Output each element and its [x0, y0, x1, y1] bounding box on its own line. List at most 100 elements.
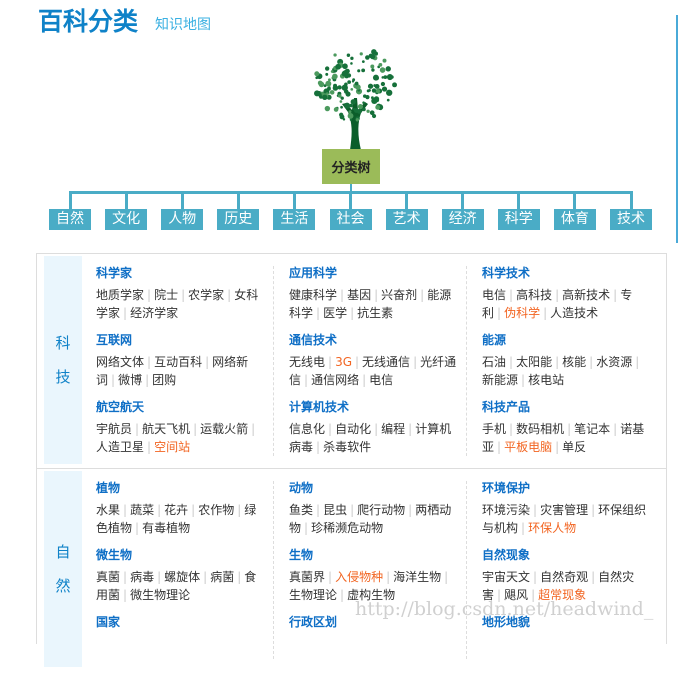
item-link[interactable]: 水资源: [596, 355, 633, 369]
item-link[interactable]: 宇航员: [96, 422, 133, 436]
group-heading-link[interactable]: 计算机技术: [289, 400, 350, 414]
item-link[interactable]: 灾害管理: [540, 503, 589, 517]
item-link[interactable]: 电信: [482, 288, 507, 302]
item-link[interactable]: 太阳能: [516, 355, 553, 369]
item-link[interactable]: 笔记本: [574, 422, 611, 436]
item-link[interactable]: 信息化: [289, 422, 326, 436]
group-heading-link[interactable]: 应用科学: [289, 266, 338, 280]
item-link[interactable]: 女科学家: [96, 288, 259, 320]
item-link[interactable]: 两栖动物: [289, 503, 452, 535]
group-heading-link[interactable]: 行政区划: [289, 615, 338, 629]
item-link[interactable]: 农作物: [198, 503, 235, 517]
item-link[interactable]: 病菌: [210, 570, 235, 584]
group-heading-link[interactable]: 航空航天: [96, 400, 145, 414]
item-link[interactable]: 有毒植物: [142, 521, 191, 535]
scrollbar[interactable]: [676, 15, 678, 243]
group-heading-link[interactable]: 科学家: [96, 266, 133, 280]
item-link[interactable]: 无线电: [289, 355, 326, 369]
item-link[interactable]: 新能源: [482, 373, 519, 387]
item-link[interactable]: 高科技: [516, 288, 553, 302]
item-link[interactable]: 电信: [369, 373, 394, 387]
item-link[interactable]: 伪科学: [504, 306, 541, 320]
item-link[interactable]: 高新技术: [562, 288, 611, 302]
item-link[interactable]: 蔬菜: [130, 503, 155, 517]
item-link[interactable]: 环保人物: [528, 521, 577, 535]
item-link[interactable]: 飓风: [504, 588, 529, 602]
category-button[interactable]: 生活: [273, 209, 316, 230]
item-link[interactable]: 兴奋剂: [381, 288, 418, 302]
group-heading-link[interactable]: 科技产品: [482, 400, 531, 414]
item-link[interactable]: 数码相机: [516, 422, 565, 436]
item-link[interactable]: 编程: [381, 422, 406, 436]
item-link[interactable]: 网络文体: [96, 355, 145, 369]
item-link[interactable]: 螺旋体: [164, 570, 201, 584]
group-heading-link[interactable]: 能源: [482, 333, 507, 347]
item-link[interactable]: 通信网络: [311, 373, 360, 387]
item-link[interactable]: 昆虫: [323, 503, 348, 517]
item-link[interactable]: 空间站: [154, 440, 191, 454]
item-link[interactable]: 抗生素: [357, 306, 394, 320]
item-link[interactable]: 超常现象: [538, 588, 587, 602]
category-button[interactable]: 经济: [441, 209, 484, 230]
item-link[interactable]: 运载火箭: [200, 422, 249, 436]
item-link[interactable]: 自然灾害: [482, 570, 635, 602]
group-heading-link[interactable]: 互联网: [96, 333, 133, 347]
item-link[interactable]: 经济学家: [130, 306, 179, 320]
classification-tree-box[interactable]: 分类树: [322, 149, 380, 184]
item-link[interactable]: 微博: [118, 373, 143, 387]
item-link[interactable]: 自然奇观: [540, 570, 589, 584]
item-link[interactable]: 环保组织与机构: [482, 503, 647, 535]
item-link[interactable]: 专利: [482, 288, 633, 320]
item-link[interactable]: 杀毒软件: [323, 440, 372, 454]
item-link[interactable]: 诺基亚: [482, 422, 645, 454]
category-button[interactable]: 文化: [105, 209, 148, 230]
item-link[interactable]: 珍稀濒危动物: [311, 521, 384, 535]
item-link[interactable]: 绿色植物: [96, 503, 257, 535]
category-button[interactable]: 自然: [49, 209, 91, 230]
item-link[interactable]: 核电站: [528, 373, 565, 387]
group-heading-link[interactable]: 植物: [96, 481, 121, 495]
group-heading-link[interactable]: 自然现象: [482, 548, 531, 562]
item-link[interactable]: 生物理论: [289, 588, 338, 602]
group-heading-link[interactable]: 通信技术: [289, 333, 338, 347]
category-button[interactable]: 技术: [610, 209, 652, 230]
category-button[interactable]: 人物: [161, 209, 204, 230]
category-button[interactable]: 科学: [497, 209, 540, 230]
item-link[interactable]: 人造卫星: [96, 440, 145, 454]
item-link[interactable]: 微生物理论: [130, 588, 191, 602]
item-link[interactable]: 人造技术: [550, 306, 599, 320]
item-link[interactable]: 基因: [347, 288, 372, 302]
group-heading-link[interactable]: 动物: [289, 481, 314, 495]
group-heading-link[interactable]: 微生物: [96, 548, 133, 562]
item-link[interactable]: 网络新词: [96, 355, 249, 387]
group-heading-link[interactable]: 生物: [289, 548, 314, 562]
item-link[interactable]: 单反: [562, 440, 587, 454]
item-link[interactable]: 海洋生物: [393, 570, 442, 584]
item-link[interactable]: 爬行动物: [357, 503, 406, 517]
item-link[interactable]: 真菌界: [289, 570, 326, 584]
item-link[interactable]: 食用菌: [96, 570, 257, 602]
item-link[interactable]: 3G: [335, 355, 352, 369]
item-link[interactable]: 地质学家: [96, 288, 145, 302]
item-link[interactable]: 计算机病毒: [289, 422, 452, 454]
item-link[interactable]: 环境污染: [482, 503, 531, 517]
category-button[interactable]: 艺术: [385, 209, 428, 230]
item-link[interactable]: 农学家: [188, 288, 225, 302]
item-link[interactable]: 手机: [482, 422, 507, 436]
item-link[interactable]: 虚构生物: [347, 588, 396, 602]
item-link[interactable]: 互动百科: [154, 355, 203, 369]
category-button[interactable]: 社会: [329, 209, 372, 230]
group-heading-link[interactable]: 国家: [96, 615, 121, 629]
item-link[interactable]: 鱼类: [289, 503, 314, 517]
item-link[interactable]: 真菌: [96, 570, 121, 584]
item-link[interactable]: 平板电脑: [504, 440, 553, 454]
item-link[interactable]: 无线通信: [362, 355, 411, 369]
item-link[interactable]: 石油: [482, 355, 507, 369]
item-link[interactable]: 团购: [152, 373, 177, 387]
category-button[interactable]: 体育: [553, 209, 596, 230]
category-button[interactable]: 历史: [217, 209, 260, 230]
group-heading-link[interactable]: 地形地貌: [482, 615, 531, 629]
item-link[interactable]: 光纤通信: [289, 355, 457, 387]
item-link[interactable]: 入侵物种: [335, 570, 384, 584]
item-link[interactable]: 宇宙天文: [482, 570, 531, 584]
